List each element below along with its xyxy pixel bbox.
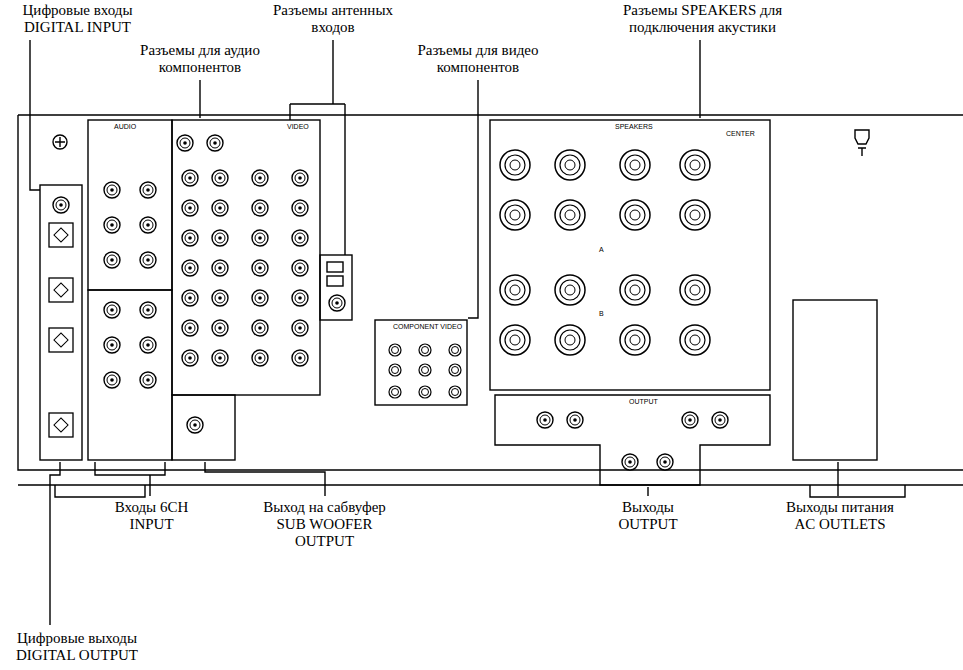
- panel-text: B: [598, 310, 605, 318]
- callout-label: Разъемы антенных входов: [258, 2, 408, 36]
- callout-label: Цифровые входы DIGITAL INPUT: [5, 2, 150, 36]
- panel-text: AUDIO: [113, 123, 137, 131]
- callout-label: Выходы питания AC OUTLETS: [775, 499, 905, 533]
- callout-label: Цифровые выходы DIGITAL OUTPUT: [2, 630, 152, 664]
- callout-label: Разъемы SPEAKERS для подключения акустик…: [600, 2, 805, 36]
- panel-text: OUTPUT: [628, 398, 659, 406]
- panel-text: VIDEO: [286, 123, 310, 131]
- callout-label: Разъемы для видео компонентов: [398, 42, 558, 76]
- callout-label: Входы 6CH INPUT: [104, 499, 199, 533]
- panel-text: A: [598, 246, 605, 254]
- callout-label: Выход на сабвуфер SUB WOOFER OUTPUT: [262, 499, 387, 550]
- panel-text: COMPONENT VIDEO: [392, 323, 463, 331]
- panel-text: CENTER: [725, 130, 756, 138]
- panel-text: SPEAKERS: [614, 123, 654, 131]
- callout-label: Выходы OUTPUT: [608, 499, 688, 533]
- callout-label: Разъемы для аудио компонентов: [120, 42, 280, 76]
